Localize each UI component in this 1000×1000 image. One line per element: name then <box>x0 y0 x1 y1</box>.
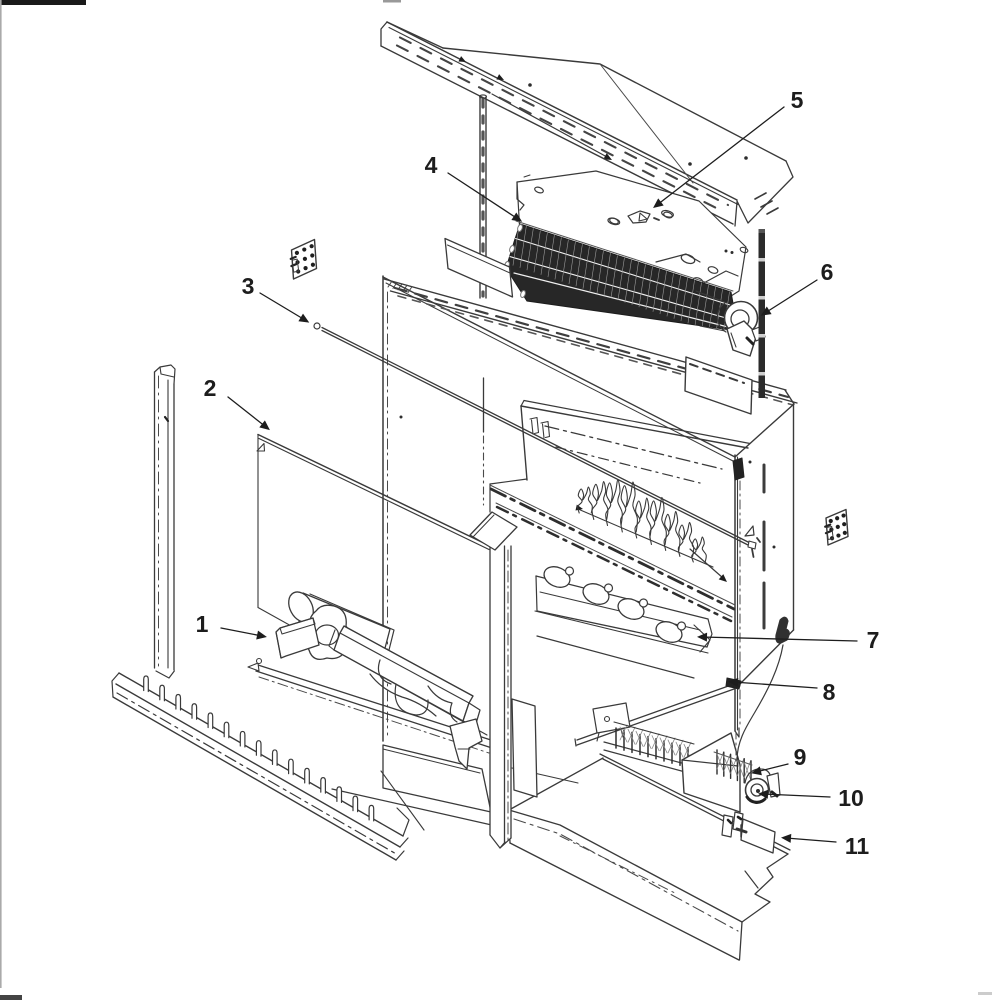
svg-text:8: 8 <box>823 679 836 705</box>
svg-text:10: 10 <box>838 785 864 811</box>
svg-text:4: 4 <box>425 152 438 178</box>
svg-text:2: 2 <box>204 375 217 401</box>
svg-text:6: 6 <box>821 259 834 285</box>
svg-text:1: 1 <box>196 611 209 637</box>
svg-text:7: 7 <box>867 627 880 653</box>
svg-text:3: 3 <box>242 273 255 299</box>
svg-text:5: 5 <box>791 87 804 113</box>
svg-text:11: 11 <box>845 833 870 859</box>
svg-text:9: 9 <box>794 744 807 770</box>
